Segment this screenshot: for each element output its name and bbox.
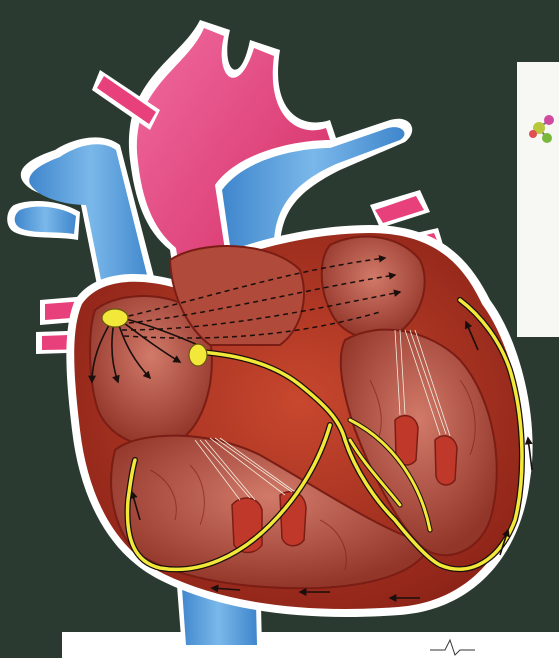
left-atrium — [322, 237, 425, 339]
sa-node — [102, 309, 128, 327]
ecg-trace-icon — [430, 640, 475, 655]
av-node — [189, 344, 207, 366]
